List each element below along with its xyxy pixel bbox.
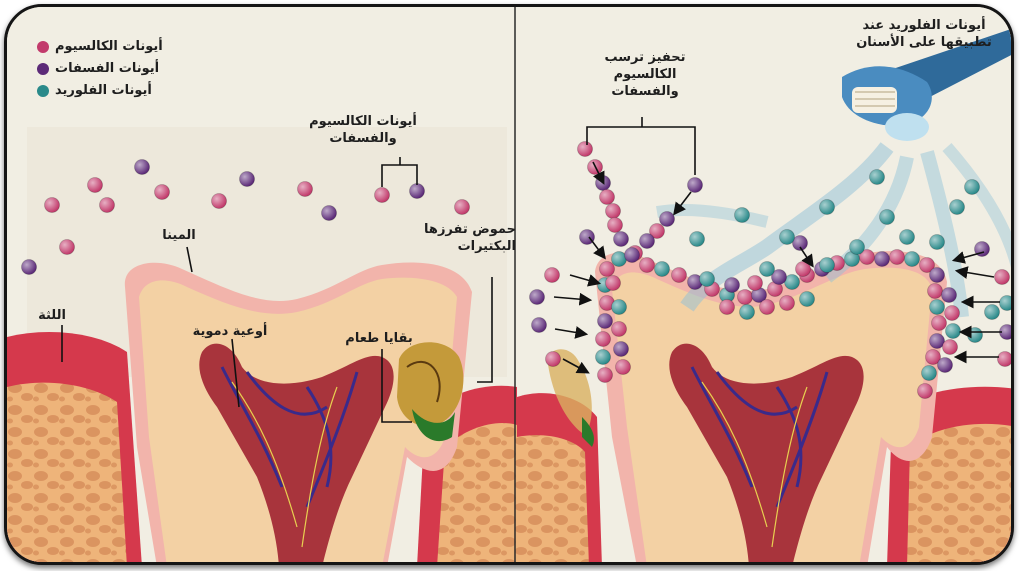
ion-highlight xyxy=(760,300,775,315)
ion-highlight xyxy=(800,292,815,307)
ion-highlight xyxy=(530,290,545,305)
ion-highlight xyxy=(738,290,753,305)
ion-highlight xyxy=(596,350,611,365)
ion-highlight xyxy=(545,268,560,283)
ion-highlight xyxy=(655,262,670,277)
ion-highlight xyxy=(596,176,611,191)
ion-highlight xyxy=(943,340,958,355)
ion-highlight xyxy=(625,248,640,263)
ion-highlight xyxy=(600,190,615,205)
ion-highlight xyxy=(930,268,945,283)
ion-highlight xyxy=(700,272,715,287)
ion-highlight xyxy=(240,172,255,187)
legend-phosphate-dot xyxy=(37,63,49,75)
ion-highlight xyxy=(672,268,687,283)
label-gum: اللثة xyxy=(27,307,77,324)
ion-highlight xyxy=(945,306,960,321)
ion-highlight xyxy=(155,185,170,200)
ion-highlight xyxy=(600,262,615,277)
label-food-remains: بقايا طعام xyxy=(329,330,429,347)
ion-highlight xyxy=(375,188,390,203)
ion-highlight xyxy=(612,322,627,337)
ion-highlight xyxy=(660,212,675,227)
ion-highlight xyxy=(616,360,631,375)
ion-highlight xyxy=(880,210,895,225)
ion-highlight xyxy=(965,180,980,195)
ion-highlight xyxy=(780,296,795,311)
ion-highlight xyxy=(298,182,313,197)
ion-highlight xyxy=(725,278,740,293)
ion-highlight xyxy=(606,204,621,219)
ion-highlight xyxy=(45,198,60,213)
ion-highlight xyxy=(968,328,983,343)
ion-highlight xyxy=(875,252,890,267)
ion-highlight xyxy=(870,170,885,185)
ion-highlight xyxy=(748,276,763,291)
ion-highlight xyxy=(88,178,103,193)
ion-highlight xyxy=(900,230,915,245)
ion-highlight xyxy=(930,300,945,315)
ion-highlight xyxy=(740,305,755,320)
ion-highlight xyxy=(532,318,547,333)
label-blood-vessels: أوعية دموية xyxy=(175,323,285,340)
ion-highlight xyxy=(690,232,705,247)
ion-highlight xyxy=(410,184,425,199)
ion-highlight xyxy=(22,260,37,275)
ion-highlight xyxy=(612,300,627,315)
ion-highlight xyxy=(928,284,943,299)
ion-highlight xyxy=(598,368,613,383)
ion-highlight xyxy=(932,316,947,331)
ion-highlight xyxy=(720,300,735,315)
legend-fluoride-label: أيونات الفلوريد xyxy=(55,82,165,99)
ion-highlight xyxy=(614,232,629,247)
ion-highlight xyxy=(946,324,961,339)
ion-highlight xyxy=(688,178,703,193)
ion-highlight xyxy=(100,198,115,213)
ion-highlight xyxy=(135,160,150,175)
label-ions-left: أيونات الكالسيوم والفسفات xyxy=(303,113,423,147)
ion-highlight xyxy=(998,352,1013,367)
ion-highlight xyxy=(850,240,865,255)
legend-phosphate-label: أيونات الفسفات xyxy=(55,60,165,77)
ion-highlight xyxy=(796,262,811,277)
ion-highlight xyxy=(212,194,227,209)
ion-highlight xyxy=(938,358,953,373)
ion-highlight xyxy=(608,218,623,233)
ion-highlight xyxy=(606,276,621,291)
legend-fluoride-dot xyxy=(37,85,49,97)
ion-highlight xyxy=(598,314,613,329)
ion-highlight xyxy=(985,305,1000,320)
ion-highlight xyxy=(1000,296,1015,311)
ion-highlight xyxy=(930,235,945,250)
ion-highlight xyxy=(950,200,965,215)
ion-highlight xyxy=(820,258,835,273)
ion-highlight xyxy=(455,200,470,215)
ion-highlight xyxy=(546,352,561,367)
ion-highlight xyxy=(820,200,835,215)
label-bacteria-acids: حموض تفرزها البكتيرات xyxy=(401,221,516,255)
ion-highlight xyxy=(60,240,75,255)
ion-highlight xyxy=(922,366,937,381)
ion-highlight xyxy=(905,252,920,267)
ion-highlight xyxy=(640,258,655,273)
ion-highlight xyxy=(760,262,775,277)
label-enamel: المينا xyxy=(149,227,209,244)
label-fluoride-applied: أيونات الفلوريد عند تطبيقها على الأسنان xyxy=(843,17,1005,51)
legend-calcium-dot xyxy=(37,41,49,53)
label-stimulate: تحفيز ترسب الكالسيوم والفسفات xyxy=(585,49,705,100)
ion-highlight xyxy=(942,288,957,303)
ion-highlight xyxy=(735,208,750,223)
ion-highlight xyxy=(780,230,795,245)
ion-highlight xyxy=(322,206,337,221)
ion-highlight xyxy=(890,250,905,265)
ion-highlight xyxy=(578,142,593,157)
ion-highlight xyxy=(614,342,629,357)
ion-highlight xyxy=(640,234,655,249)
ion-highlight xyxy=(918,384,933,399)
diagram-frame: أيونات الكالسيوم أيونات الفسفات أيونات ا… xyxy=(4,4,1014,565)
legend-calcium-label: أيونات الكالسيوم xyxy=(55,38,165,55)
ion-highlight xyxy=(995,270,1010,285)
ion-highlight xyxy=(596,332,611,347)
